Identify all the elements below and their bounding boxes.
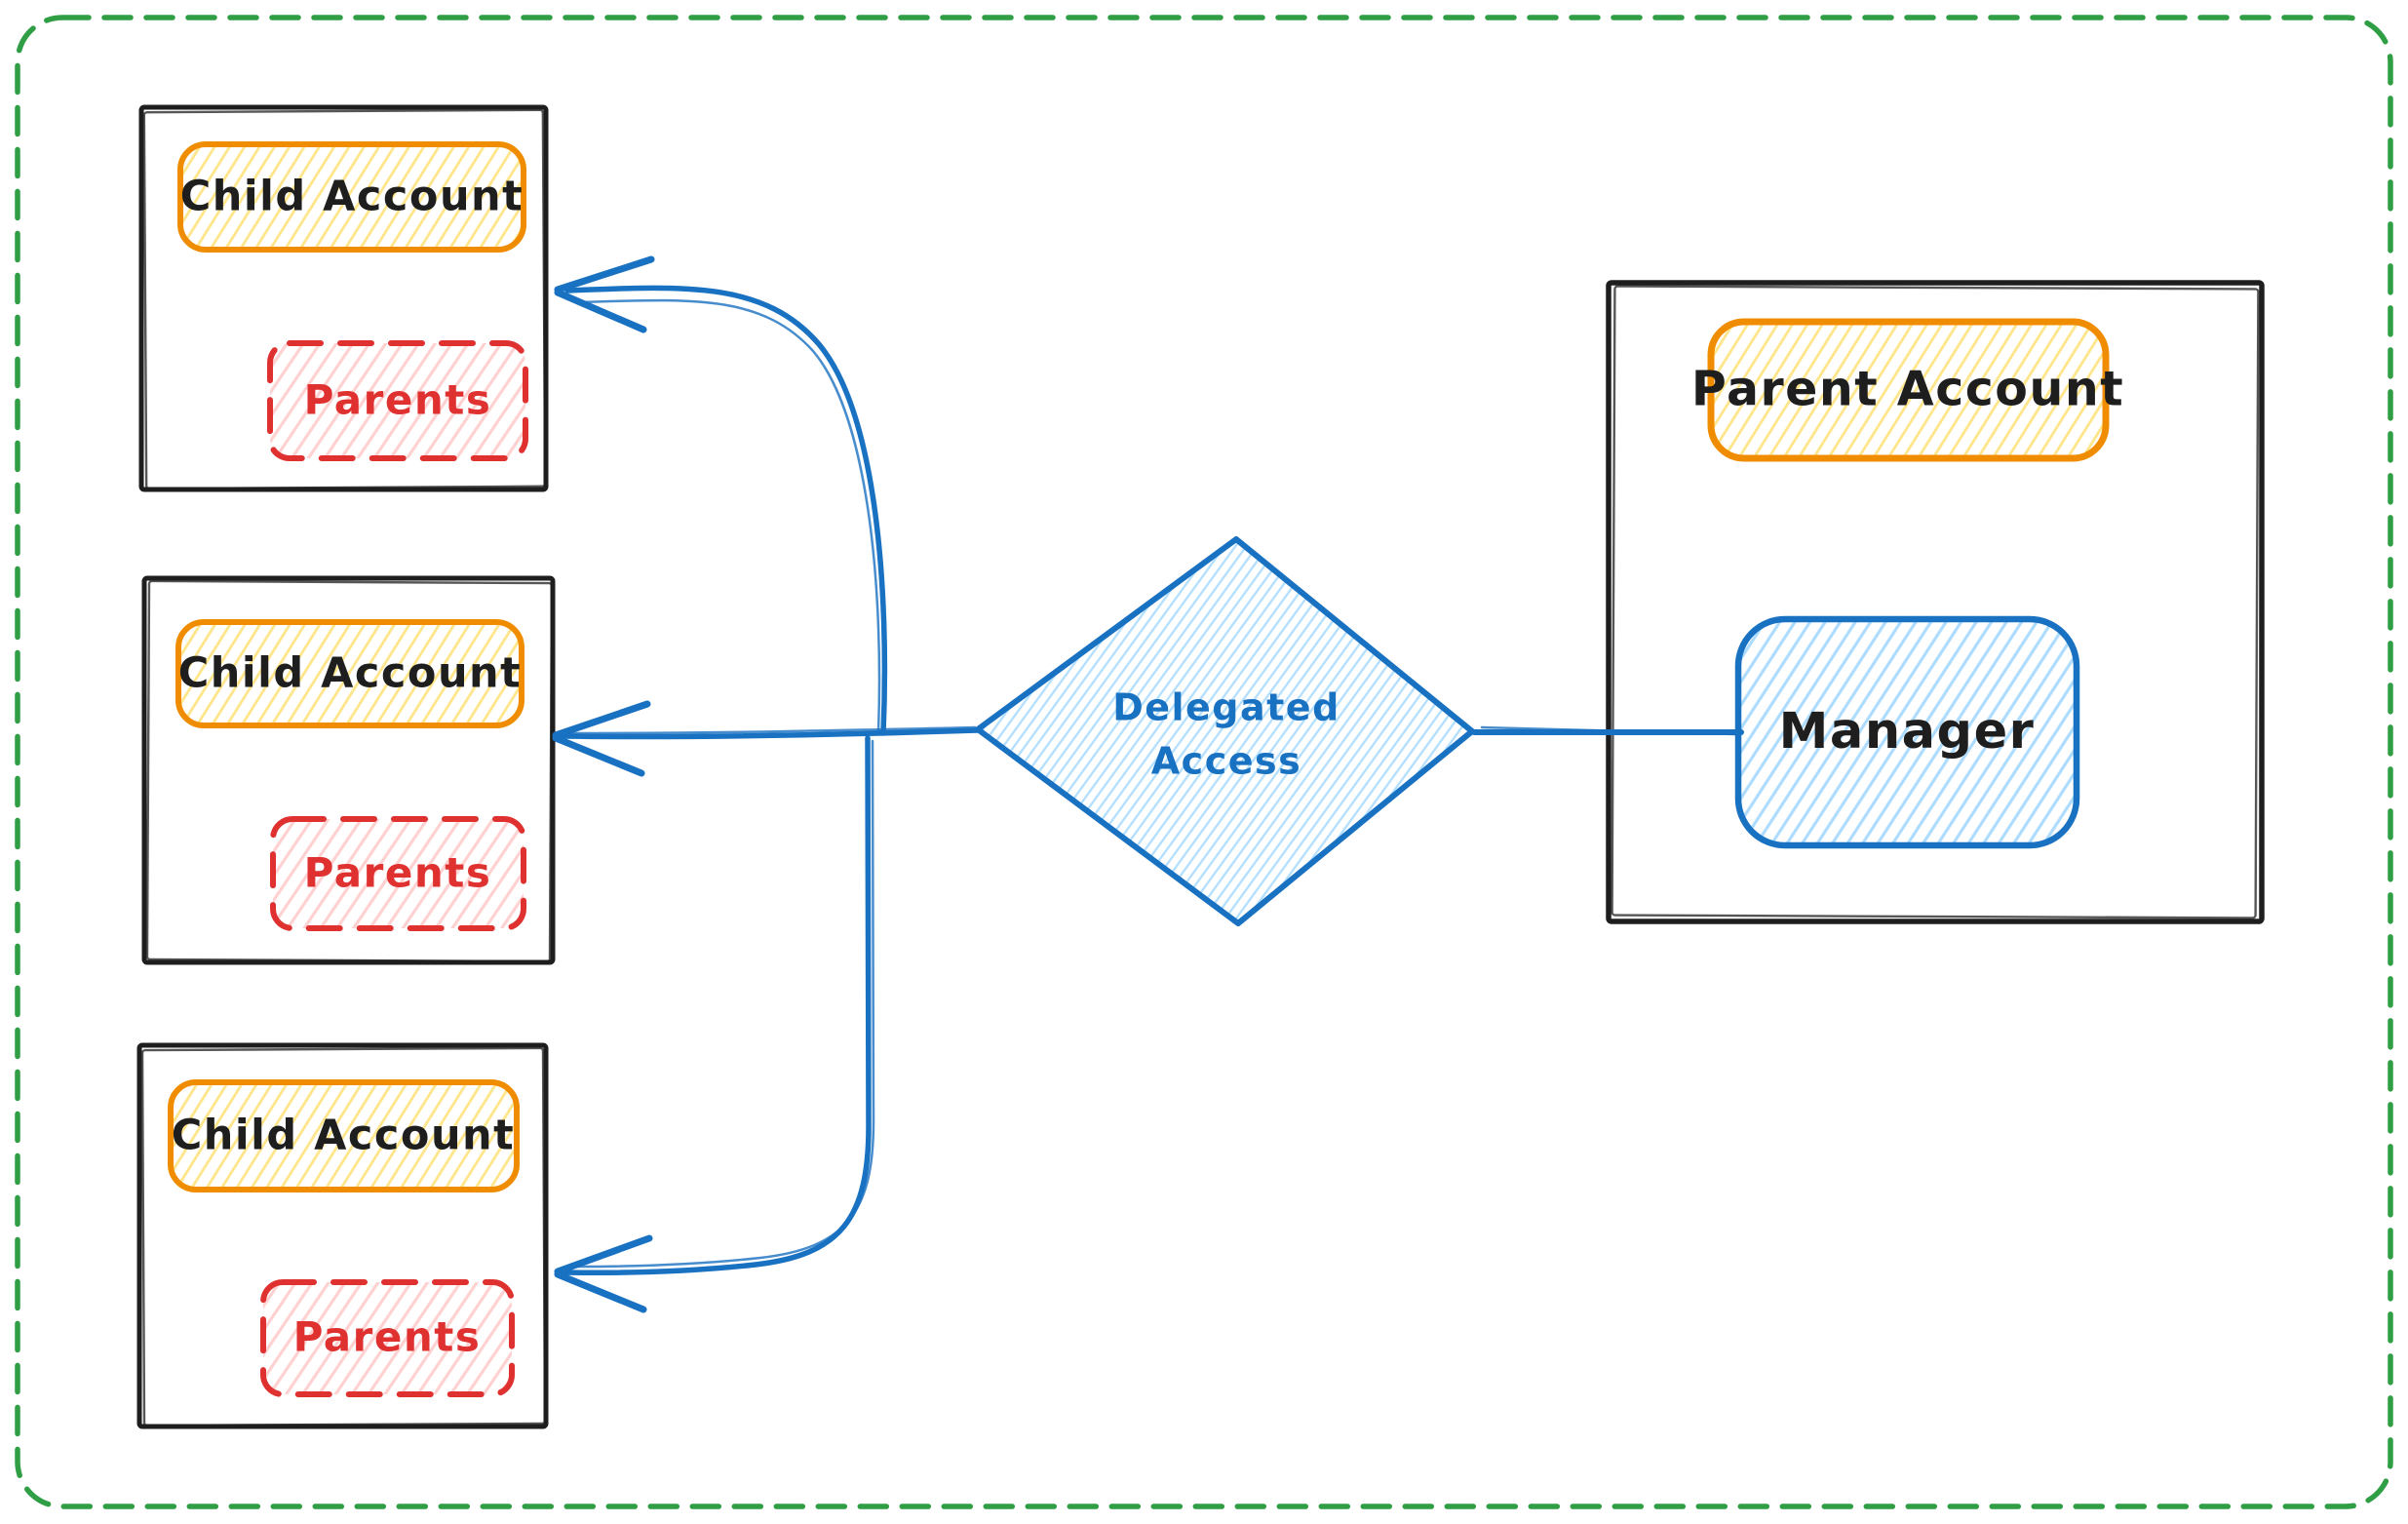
- arrowhead-icon: [552, 734, 645, 777]
- child-account-node-2[interactable]: Child Account Parents: [141, 575, 556, 965]
- arrow-to-child-2[interactable]: [552, 700, 981, 777]
- child-account-title: Child Account: [178, 649, 522, 698]
- child-account-label-pill[interactable]: [177, 141, 526, 253]
- parents-badge-label: Parents: [293, 1313, 482, 1361]
- child-account-title: Child Account: [180, 173, 524, 221]
- delegated-access-diamond[interactable]: Delegated Access: [975, 536, 1475, 926]
- parents-badge[interactable]: [267, 340, 528, 461]
- child-account-box-sketch-stroke: [142, 108, 547, 490]
- parent-account-box-sketch-stroke: [1611, 285, 2260, 919]
- manager-label: Manager: [1779, 703, 2036, 761]
- arrowhead-icon: [554, 1234, 653, 1275]
- decision-label-line2: Access: [1151, 740, 1301, 783]
- arrow-to-child-1[interactable]: [554, 255, 888, 736]
- arrowhead-icon: [554, 255, 655, 293]
- arrowhead-icon: [554, 1270, 647, 1313]
- child-account-label-pill[interactable]: [168, 1079, 520, 1192]
- decision-diamond-shape[interactable]: [975, 536, 1475, 926]
- decision-label-line1: Delegated: [1112, 686, 1340, 729]
- parent-account-title: Parent Account: [1691, 362, 2124, 417]
- child-account-node-1[interactable]: Child Account Parents: [138, 104, 549, 492]
- child-account-node-3[interactable]: Child Account Parents: [136, 1042, 549, 1429]
- parents-badge[interactable]: [270, 816, 526, 931]
- arrowhead-icon: [554, 289, 647, 333]
- parent-account-label-pill[interactable]: [1707, 318, 2110, 462]
- child-account-title: Child Account: [172, 1112, 515, 1160]
- manager-node[interactable]: Manager: [1734, 615, 2080, 849]
- connectors: [552, 255, 1744, 1313]
- child-account-box-sketch-stroke: [145, 579, 554, 963]
- connector-manager-to-diamond-sketch: [1480, 725, 1737, 736]
- parents-badge-label: Parents: [304, 376, 492, 424]
- canvas-dashed-frame: [15, 15, 2393, 1509]
- child-account-label-pill[interactable]: [175, 619, 524, 728]
- parents-badge-label: Parents: [304, 849, 492, 897]
- child-account-box-sketch-stroke: [140, 1046, 547, 1427]
- arrow-to-child-3[interactable]: [554, 735, 875, 1313]
- parents-badge[interactable]: [260, 1279, 515, 1397]
- arrowhead-icon: [552, 700, 651, 739]
- parent-account-node[interactable]: Parent Account Manager: [1606, 280, 2265, 924]
